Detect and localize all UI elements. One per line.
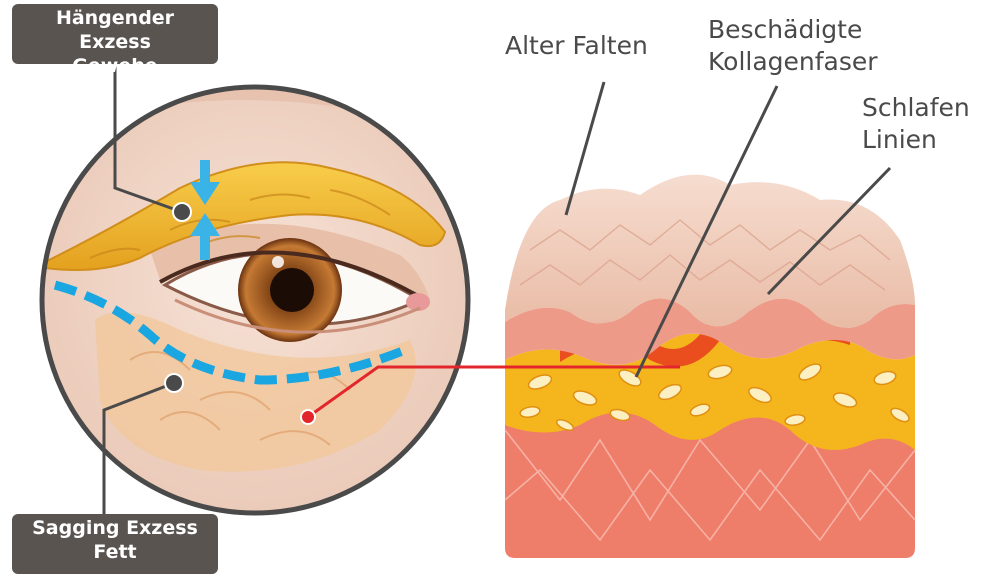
damaged-collagen-line2: Kollagenfaser <box>708 47 878 76</box>
hanging-tissue-line1: Hängender Exzess <box>55 7 175 53</box>
age-wrinkles-label: Alter Falten <box>505 30 648 62</box>
damaged-collagen-line1: Beschädigte <box>708 15 863 44</box>
hanging-tissue-tag: Hängender Exzess Gewebe <box>12 4 218 77</box>
damaged-collagen-label: Beschädigte Kollagenfaser <box>708 14 878 78</box>
eye-illustration <box>39 84 471 516</box>
skin-cross-section <box>504 174 916 558</box>
pupil <box>270 268 314 312</box>
hanging-tissue-line2: Gewebe <box>72 55 158 77</box>
sagging-dashed-line <box>53 280 407 385</box>
sagging-fat-tag: Sagging Exzess Fett <box>12 514 218 574</box>
collagen-layer <box>505 333 915 450</box>
age-wrinkles-text: Alter Falten <box>505 31 648 60</box>
compression-arrows <box>190 160 220 260</box>
sagging-fat-line2: Fett <box>93 541 137 563</box>
epidermis-layer <box>505 174 915 328</box>
sagging-fat-line1: Sagging Exzess <box>32 517 198 539</box>
sleep-lines-line1: Schlafen <box>862 93 970 122</box>
leader-lines <box>102 64 892 514</box>
sleep-lines-line2: Linien <box>862 125 937 154</box>
sleep-lines-label: Schlafen Linien <box>862 92 970 156</box>
upper-fat-pad <box>44 161 447 272</box>
